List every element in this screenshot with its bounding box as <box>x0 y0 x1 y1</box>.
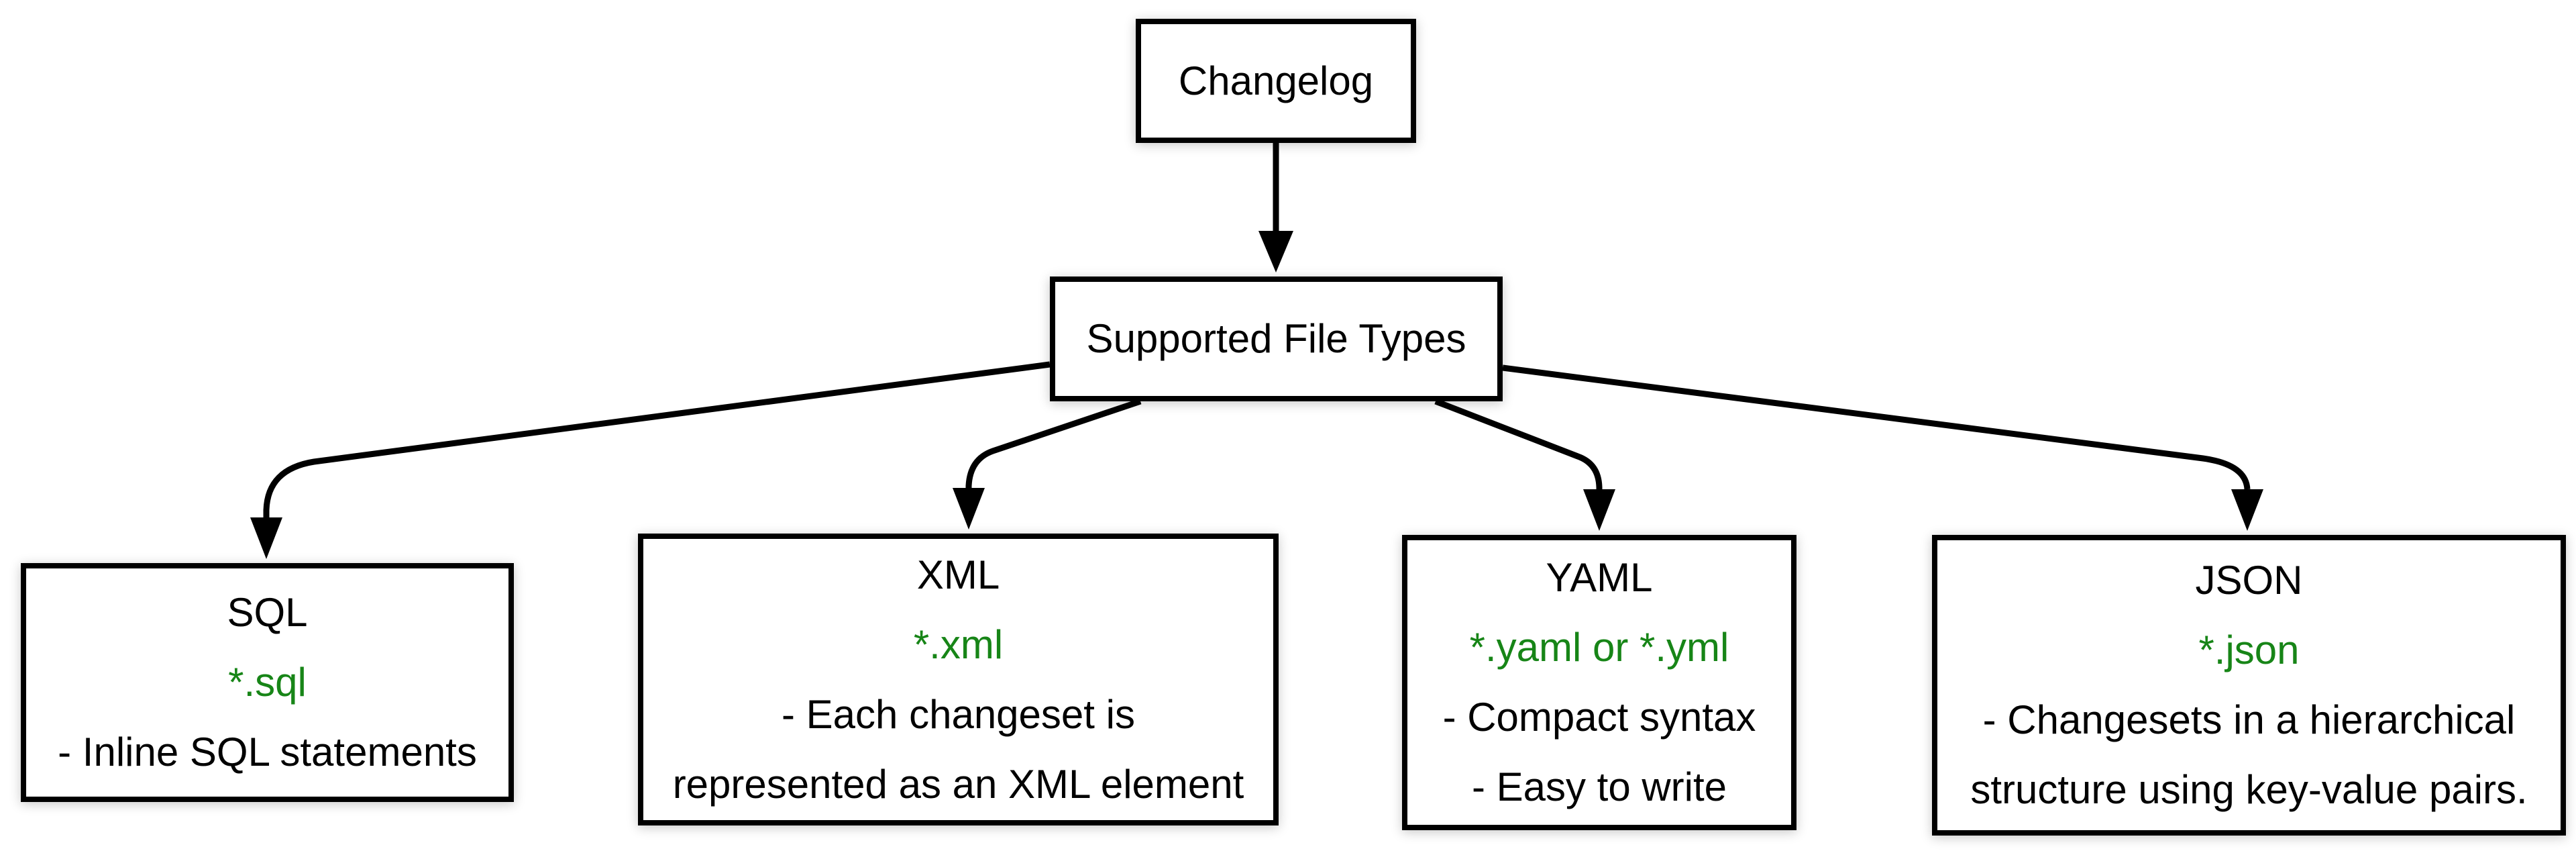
arrowhead-down-icon <box>1258 231 1293 272</box>
yaml-title: YAML <box>1546 555 1653 600</box>
node-changelog: Changelog <box>1136 19 1416 143</box>
json-title: JSON <box>2195 558 2303 603</box>
json-notes: - Changesets in a hierarchical structure… <box>1970 697 2528 812</box>
changelog-label: Changelog <box>1178 58 1374 103</box>
node-supported-file-types: Supported File Types <box>1050 277 1503 401</box>
sql-notes: - Inline SQL statements <box>58 730 477 774</box>
xml-extension: *.xml <box>913 621 1004 667</box>
arrowhead-down-icon <box>2231 489 2263 531</box>
node-json: JSON *.json - Changesets in a hierarchic… <box>1932 535 2566 836</box>
connector-hub-to-sql <box>263 361 1051 517</box>
xml-notes: - Each changeset is represented as an XM… <box>672 691 1244 807</box>
arrowhead-down-icon <box>1583 489 1615 531</box>
node-sql: SQL *.sql - Inline SQL statements <box>21 563 514 802</box>
arrowhead-down-icon <box>953 488 985 530</box>
yaml-notes: - Compact syntax - Easy to write <box>1442 695 1756 809</box>
json-extension: *.json <box>2198 628 2300 672</box>
sql-title: SQL <box>227 590 308 635</box>
arrowhead-down-icon <box>250 517 282 559</box>
sql-extension: *.sql <box>228 660 307 705</box>
connector-hub-to-xml <box>965 398 1142 489</box>
connector-hub-to-yaml <box>1434 398 1603 491</box>
connector-hub-to-json <box>1502 364 2251 490</box>
node-xml: XML *.xml - Each changeset is represente… <box>638 534 1279 825</box>
yaml-extension: *.yaml or *.yml <box>1469 625 1729 670</box>
node-yaml: YAML *.yaml or *.yml - Compact syntax - … <box>1402 535 1796 830</box>
xml-title: XML <box>916 552 1000 597</box>
supported-file-types-label: Supported File Types <box>1086 316 1466 361</box>
